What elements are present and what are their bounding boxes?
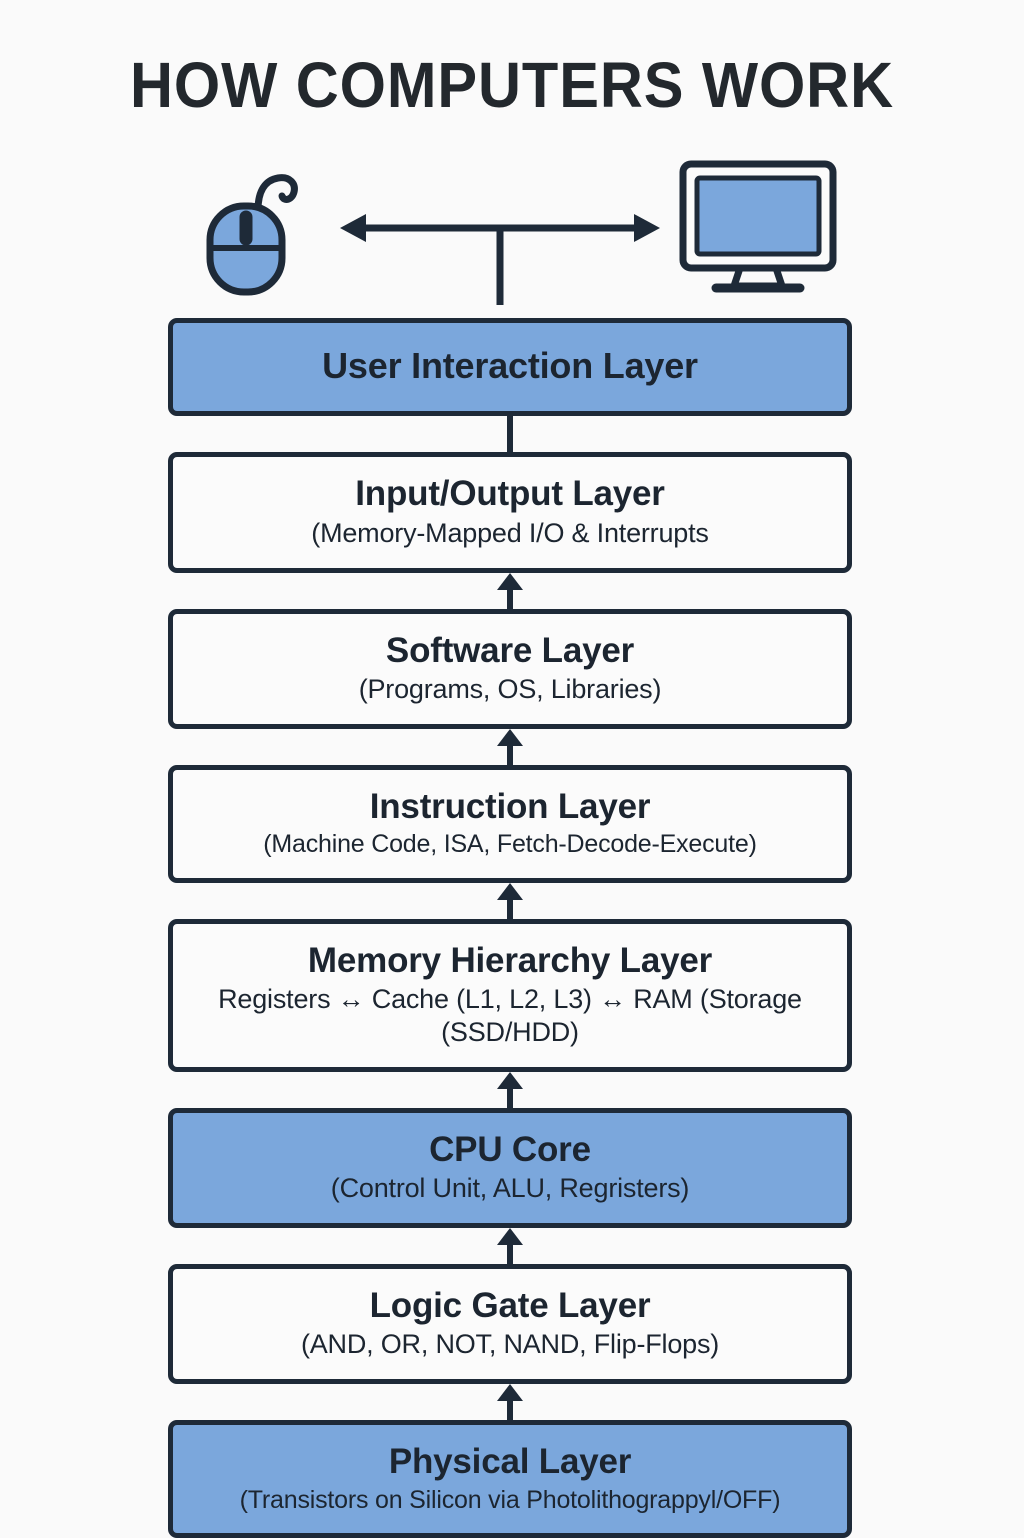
connector-arrow-5	[168, 1228, 852, 1265]
layer-box-software[interactable]: Software Layer (Programs, OS, Libraries)	[168, 608, 852, 729]
layer-subtitle: (Machine Code, ISA, Fetch-Decode-Execute…	[263, 830, 757, 859]
layer-box-cpu-core[interactable]: CPU Core (Control Unit, ALU, Regristers)	[168, 1107, 852, 1229]
connector-stem	[507, 895, 513, 919]
computer-monitor-icon	[678, 158, 838, 303]
layer-title: Instruction Layer	[369, 786, 651, 826]
layer-title: User Interaction Layer	[322, 345, 698, 386]
layer-box-logic-gate[interactable]: Logic Gate Layer (AND, OR, NOT, NAND, Fl…	[168, 1264, 852, 1385]
arrow-head-up-icon	[497, 728, 523, 746]
layer-box-physical[interactable]: Physical Layer (Transistors on Silicon v…	[168, 1420, 852, 1538]
layer-subtitle: (Control Unit, ALU, Regristers)	[330, 1173, 690, 1204]
connector-arrow-2	[168, 728, 852, 765]
connector-stem	[507, 1397, 513, 1421]
layer-box-user-interaction[interactable]: User Interaction Layer	[168, 318, 852, 417]
arrow-head-up-icon	[497, 882, 523, 900]
page-title: HOW COMPUTERS WORK	[130, 49, 894, 121]
connector-stem	[507, 1241, 513, 1265]
layer-subtitle: (Transistors on Silicon via Photolithogr…	[239, 1485, 781, 1514]
computer-mouse-icon	[196, 158, 316, 303]
layer-box-input-output[interactable]: Input/Output Layer (Memory-Mapped I/O & …	[168, 452, 852, 573]
connector-arrow-6	[168, 1384, 852, 1421]
layer-box-memory-hierarchy[interactable]: Memory Hierarchy Layer Registers ↔ Cache…	[168, 918, 852, 1072]
layer-box-instruction[interactable]: Instruction Layer (Machine Code, ISA, Fe…	[168, 764, 852, 883]
layer-title: Logic Gate Layer	[369, 1286, 651, 1326]
layer-subtitle: (Programs, OS, Libraries)	[358, 674, 662, 704]
layer-subtitle: Registers ↔ Cache (L1, L2, L3) ↔ RAM (St…	[218, 984, 802, 1047]
arrow-head-up-icon	[497, 1384, 523, 1402]
connector-arrow-1	[168, 572, 852, 609]
double-headed-arrow-icon	[340, 210, 660, 310]
arrow-head-up-icon	[497, 1071, 523, 1089]
layer-title: Input/Output Layer	[355, 474, 665, 514]
connector-stem	[507, 585, 513, 609]
layer-title: Physical Layer	[388, 1442, 632, 1482]
arrow-head-up-icon	[497, 1228, 523, 1246]
connector-line-0	[168, 416, 852, 453]
layer-title: Software Layer	[385, 630, 635, 670]
peripheral-icon-row	[0, 150, 1024, 305]
layer-subtitle: (AND, OR, NOT, NAND, Flip-Flops)	[300, 1329, 720, 1360]
layer-title: Memory Hierarchy Layer	[307, 940, 713, 980]
layer-subtitle: (Memory-Mapped I/O & Interrupts	[311, 517, 709, 548]
layer-title: CPU Core	[429, 1129, 591, 1169]
connector-stem	[507, 1084, 513, 1108]
connector-arrow-4	[168, 1071, 852, 1108]
layer-stack: User Interaction Layer Input/Output Laye…	[168, 318, 852, 1538]
arrow-head-up-icon	[497, 572, 523, 590]
connector-stem	[507, 741, 513, 765]
connector-arrow-3	[168, 882, 852, 919]
connector-stem	[507, 416, 513, 453]
